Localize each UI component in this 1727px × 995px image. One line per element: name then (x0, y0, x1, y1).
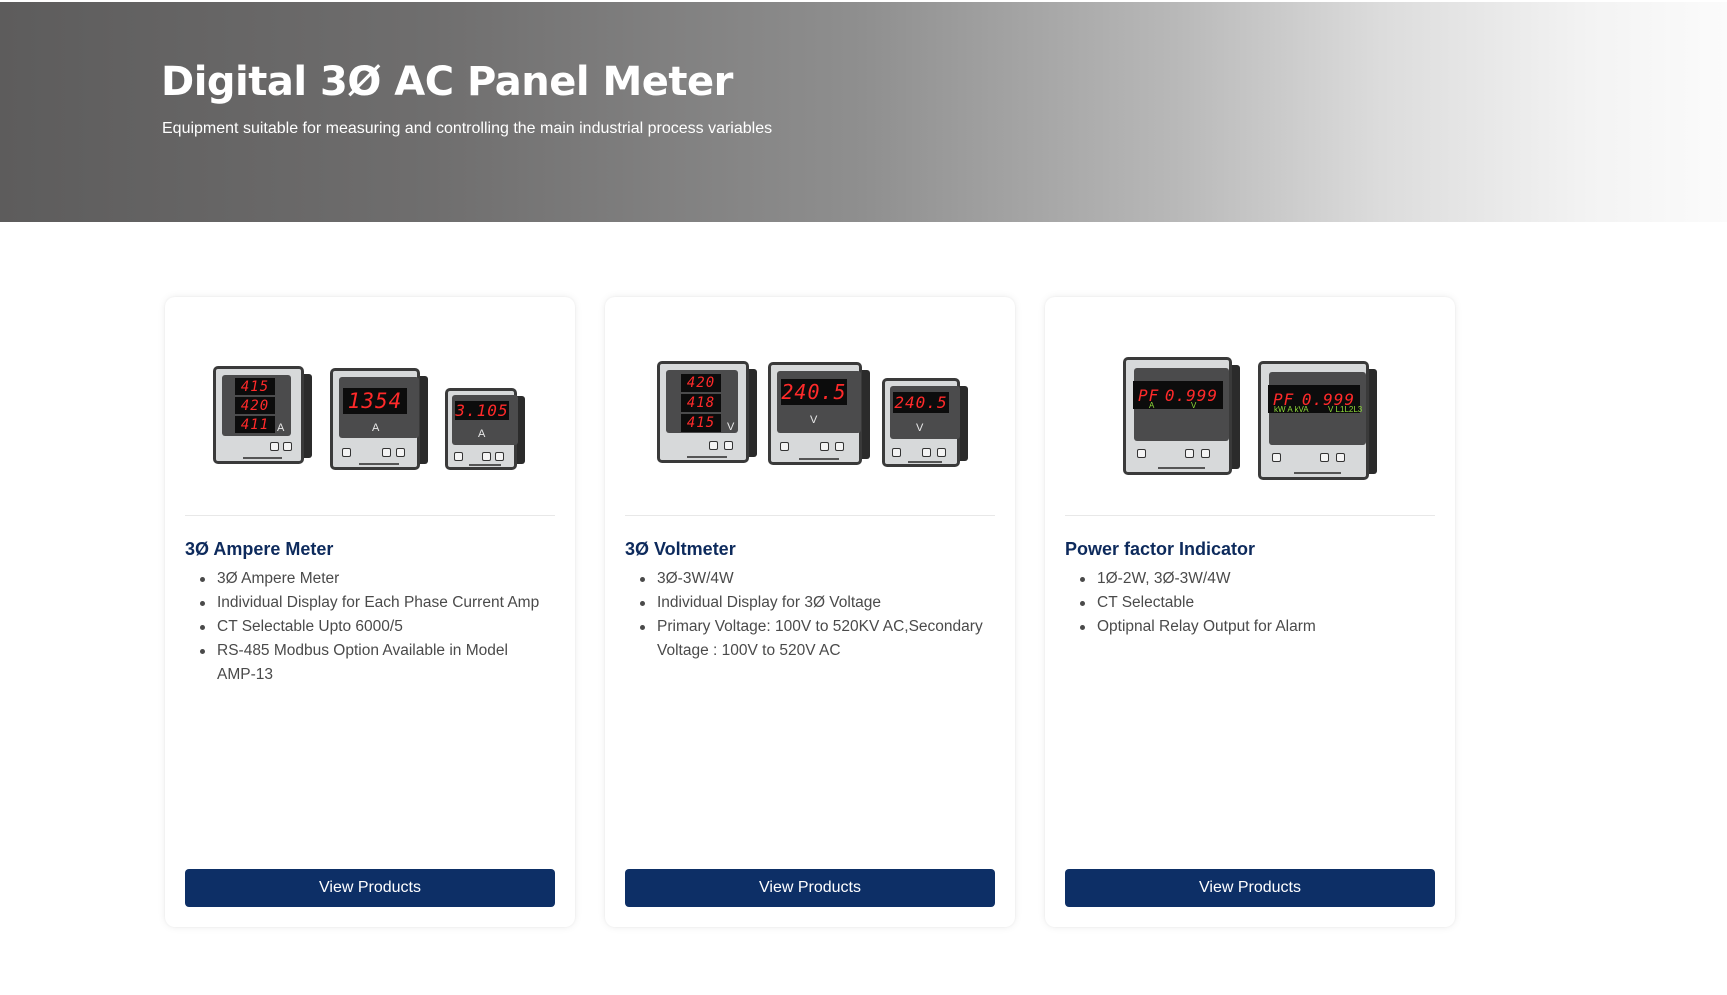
feature-list: 1Ø-2W, 3Ø-3W/4W CT Selectable Optipnal R… (1065, 567, 1425, 639)
view-products-button[interactable]: View Products (185, 869, 555, 907)
meter-illustration: 240.5 V (768, 362, 870, 465)
feature-item: CT Selectable Upto 6000/5 (185, 615, 545, 639)
view-products-button[interactable]: View Products (1065, 869, 1435, 907)
meter-illustration: 3.105 A (445, 388, 525, 470)
feature-item: Individual Display for 3Ø Voltage (625, 591, 985, 615)
feature-list: 3Ø Ampere Meter Individual Display for E… (185, 567, 545, 687)
feature-item: 3Ø-3W/4W (625, 567, 985, 591)
view-products-button[interactable]: View Products (625, 869, 995, 907)
feature-list: 3Ø-3W/4W Individual Display for 3Ø Volta… (625, 567, 985, 663)
meter-illustration: 1354 A (330, 368, 428, 470)
feature-item: Optipnal Relay Output for Alarm (1065, 615, 1425, 639)
product-image-voltmeters: 420 418 415 V 240.5 V 240.5 V (625, 317, 995, 513)
product-title: Power factor Indicator (1065, 539, 1256, 559)
product-title: 3Ø Voltmeter (625, 539, 736, 559)
card-divider (185, 515, 555, 516)
feature-item: Primary Voltage: 100V to 520KV AC,Second… (625, 615, 985, 663)
product-title: 3Ø Ampere Meter (185, 539, 334, 559)
card-divider (625, 515, 995, 516)
page-subtitle: Equipment suitable for measuring and con… (162, 120, 773, 137)
product-image-ampere-meters: 415 420 411 A 1354 A 3.105 A (185, 317, 555, 513)
feature-item: CT Selectable (1065, 591, 1425, 615)
product-card-voltmeter: 420 418 415 V 240.5 V 240.5 V 3Ø Voltmet… (605, 297, 1015, 927)
meter-illustration: 240.5 V (882, 378, 968, 467)
page-hero-banner: Digital 3Ø AC Panel Meter Equipment suit… (0, 2, 1727, 222)
feature-item: 3Ø Ampere Meter (185, 567, 545, 591)
feature-item: 1Ø-2W, 3Ø-3W/4W (1065, 567, 1425, 591)
product-card-ampere-meter: 415 420 411 A 1354 A 3.105 A 3Ø Ampere M… (165, 297, 575, 927)
page-title: Digital 3Ø AC Panel Meter (161, 59, 733, 105)
feature-item: Individual Display for Each Phase Curren… (185, 591, 545, 615)
meter-illustration: 420 418 415 V (657, 361, 757, 463)
feature-item: RS-485 Modbus Option Available in Model … (185, 639, 545, 687)
meter-illustration: 415 420 411 A (213, 366, 312, 464)
card-divider (1065, 515, 1435, 516)
